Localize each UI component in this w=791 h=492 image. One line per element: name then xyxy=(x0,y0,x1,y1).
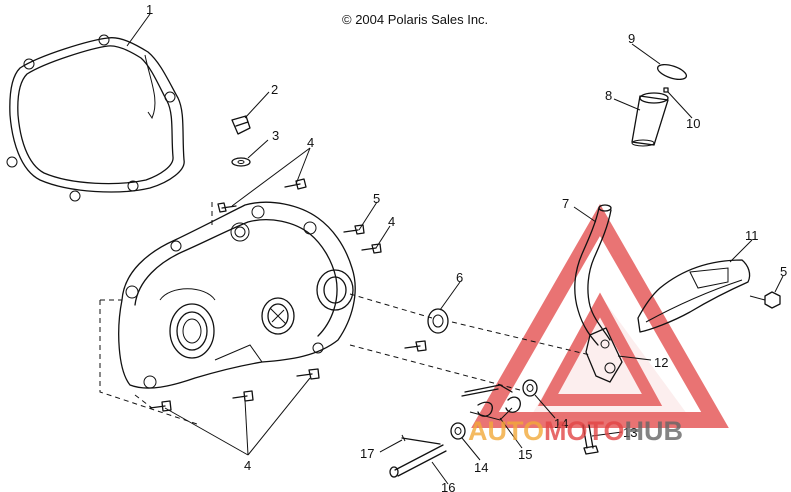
part-knob xyxy=(631,92,669,147)
part-bolts xyxy=(149,178,427,412)
callout-13: 13 xyxy=(623,425,637,440)
part-guard xyxy=(637,259,751,333)
callout-5-left: 5 xyxy=(373,191,380,206)
callout-17: 17 xyxy=(360,446,374,461)
part-transmission-case xyxy=(118,201,356,389)
callout-2: 2 xyxy=(271,82,278,97)
svg-text:AUTOMOTOHUB: AUTOMOTOHUB xyxy=(468,416,683,446)
callout-12: 12 xyxy=(654,355,668,370)
part-washer-14 xyxy=(450,379,538,440)
watermark-outer-triangle xyxy=(471,203,729,428)
watermark-inner-triangle xyxy=(537,292,663,406)
callout-4-bottom: 4 xyxy=(244,458,251,473)
leader-lines xyxy=(126,13,784,485)
part-clip-17 xyxy=(401,434,441,445)
callout-1: 1 xyxy=(146,2,153,17)
callout-8: 8 xyxy=(605,88,612,103)
callout-9: 9 xyxy=(628,31,635,46)
part-pin-10 xyxy=(663,87,669,93)
callout-7: 7 xyxy=(562,196,569,211)
part-washer-3 xyxy=(231,157,251,167)
callout-15: 15 xyxy=(518,447,532,462)
part-gasket xyxy=(6,34,185,202)
part-lever-bracket xyxy=(585,327,623,383)
callout-6: 6 xyxy=(456,270,463,285)
copyright-text: © 2004 Polaris Sales Inc. xyxy=(342,12,488,27)
watermark-fill xyxy=(530,295,690,418)
callout-5-right: 5 xyxy=(780,264,787,279)
assembly-lines xyxy=(99,202,591,426)
watermark-auto: AUTO xyxy=(468,416,544,446)
part-fitting xyxy=(231,115,251,135)
callout-10: 10 xyxy=(686,116,700,131)
callout-labels: 1 2 3 4 5 4 6 7 8 9 10 11 5 12 13 14 14 … xyxy=(146,2,787,492)
part-pin-16 xyxy=(389,444,447,478)
watermark-moto: MOTO xyxy=(544,416,625,446)
watermark-logo xyxy=(471,203,729,428)
callout-4-top: 4 xyxy=(307,135,314,150)
part-bolt-right xyxy=(749,291,781,309)
part-cap xyxy=(656,63,688,81)
callout-14-lower: 14 xyxy=(474,460,488,475)
watermark-hub: HUB xyxy=(625,416,684,446)
watermark-text: AUTOMOTOHUB xyxy=(468,416,683,446)
part-shift-lever xyxy=(574,204,612,346)
callout-16: 16 xyxy=(441,480,455,492)
callout-11: 11 xyxy=(745,228,759,243)
callout-14-upper: 14 xyxy=(554,416,568,431)
part-spring-linkage xyxy=(461,384,521,421)
part-seal xyxy=(427,308,449,334)
part-bolt-13 xyxy=(582,424,599,455)
callout-3: 3 xyxy=(272,128,279,143)
callout-4-right: 4 xyxy=(388,214,395,229)
